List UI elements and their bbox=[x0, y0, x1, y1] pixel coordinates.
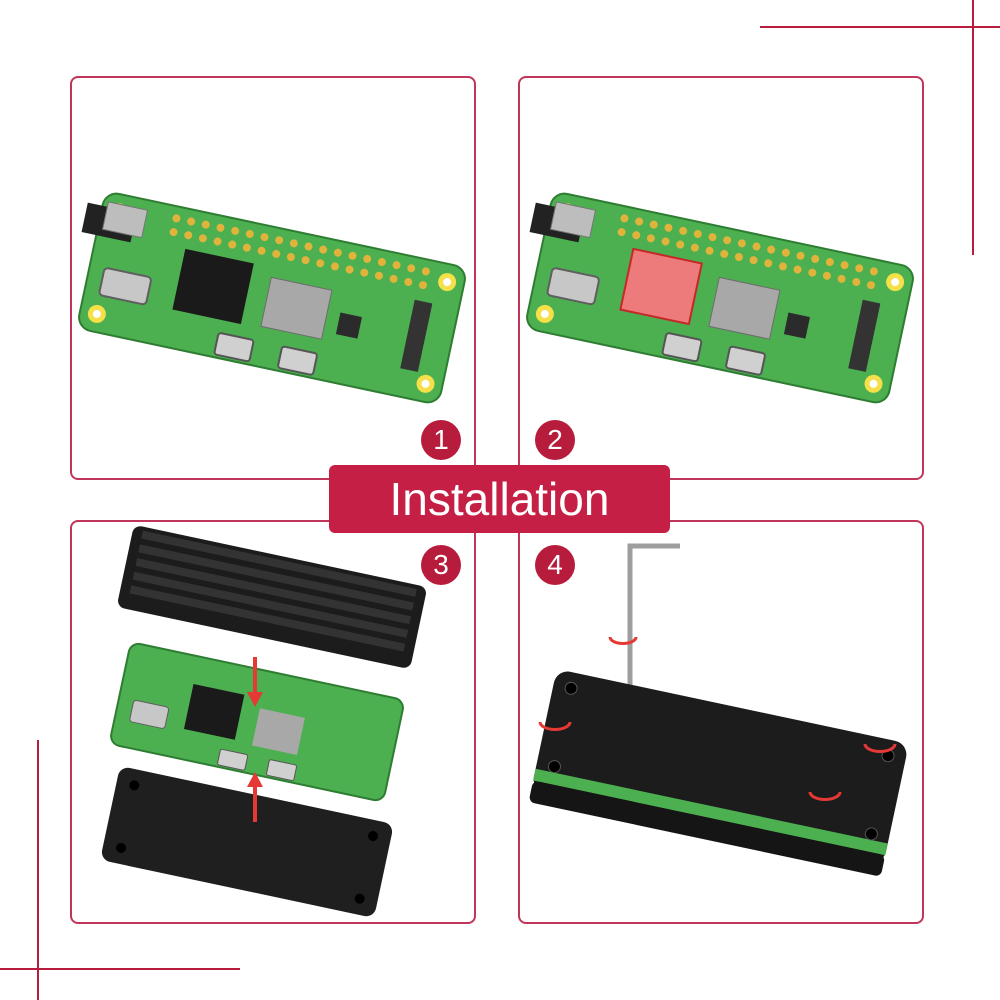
step-4-badge: 4 bbox=[535, 545, 575, 585]
step-1-badge: 1 bbox=[421, 420, 461, 460]
step-3-badge: 3 bbox=[421, 545, 461, 585]
raspberry-pi-zero-board-icon bbox=[78, 192, 466, 404]
step-1-panel bbox=[70, 76, 476, 480]
installation-title: Installation bbox=[329, 465, 670, 533]
thermal-pad-on-chip-icon bbox=[526, 192, 914, 404]
step-4-panel bbox=[518, 520, 924, 924]
step-2-badge: 2 bbox=[535, 420, 575, 460]
decor-line-top-right-v bbox=[972, 0, 974, 255]
decor-line-top-right-h bbox=[760, 26, 1000, 28]
step-2-panel bbox=[518, 76, 924, 480]
step-3-panel bbox=[70, 520, 476, 924]
decor-line-bottom-left-h bbox=[0, 968, 240, 970]
decor-line-bottom-left-v bbox=[37, 740, 39, 1000]
case-assembly-arrows-icon bbox=[101, 526, 426, 917]
allen-key-screw-tightening-icon bbox=[529, 543, 907, 876]
